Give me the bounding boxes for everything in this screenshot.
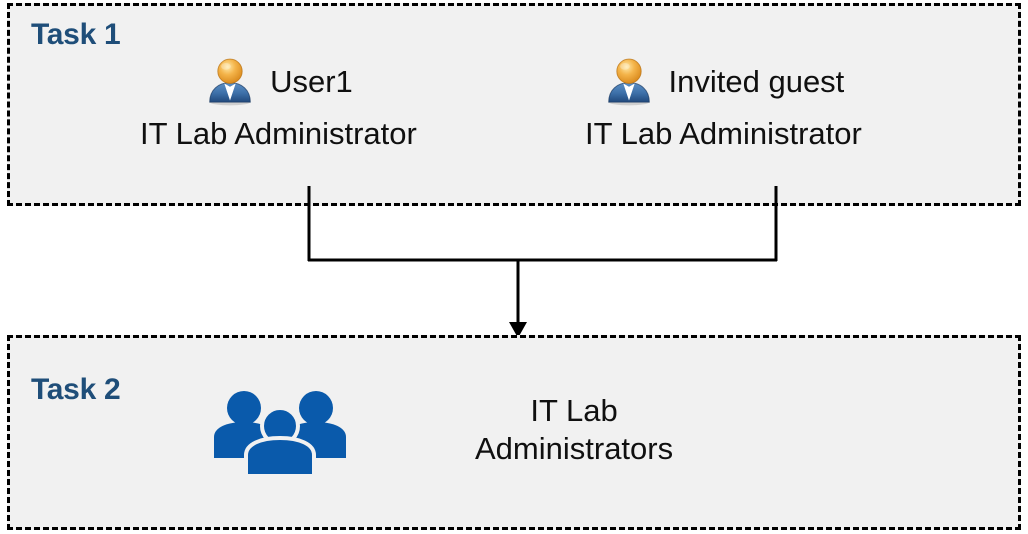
person-user1-name: User1 <box>270 63 353 99</box>
task-2-box <box>7 335 1021 530</box>
group-label-line2: Administrators <box>475 431 674 466</box>
task-1-box <box>7 3 1021 206</box>
person-invited-guest-row: Invited guest <box>603 55 845 107</box>
task-2-label: Task 2 <box>31 373 121 406</box>
single-user-icon <box>209 58 251 106</box>
group-label-line1: IT Lab <box>530 393 618 429</box>
person-invited-guest-role: IT Lab Administrator <box>585 116 862 151</box>
person-invited-guest: Invited guest IT Lab Administrator <box>585 55 862 149</box>
user-group-icon <box>214 391 346 478</box>
group-label: IT Lab Administrators <box>475 392 673 468</box>
person-user1-role: IT Lab Administrator <box>140 116 417 151</box>
person-invited-guest-name: Invited guest <box>668 63 845 99</box>
single-user-icon <box>607 58 650 106</box>
group-entry: IT Lab Administrators <box>210 382 673 478</box>
task-1-label: Task 1 <box>31 18 121 51</box>
person-user1-row: User1 <box>204 55 353 107</box>
person-user1: User1 IT Lab Administrator <box>140 55 417 149</box>
